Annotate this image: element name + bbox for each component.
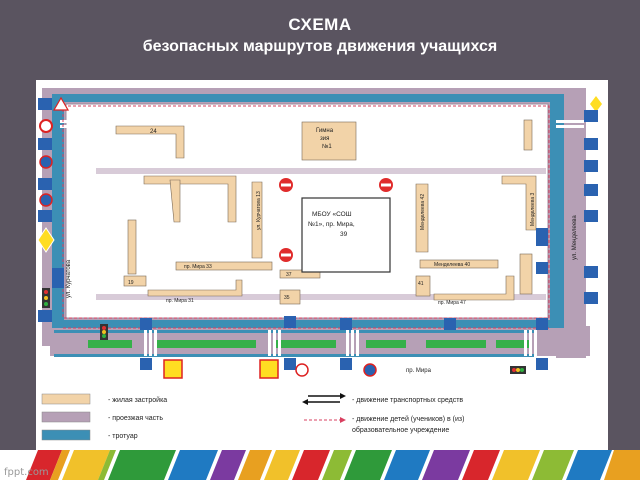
label-b24: 24	[150, 129, 157, 135]
label-pm31: пр. Мира 31	[166, 298, 194, 304]
label-gym-3: №1	[322, 143, 332, 150]
label-mend42: Менделеева 42	[420, 194, 426, 230]
legend-children-arrow	[304, 417, 346, 423]
sidewalk	[52, 94, 564, 328]
legend-children-1: - движение детей (учеников) в (из)	[352, 415, 464, 423]
footer-band: fppt.com	[0, 450, 640, 480]
legend-sidewalk: - тротуар	[108, 433, 138, 440]
legend-housing: - жилая застройка	[108, 396, 167, 404]
label-mend40: Менделеева 40	[434, 262, 470, 268]
lower-road	[50, 330, 534, 357]
crossing-signs	[100, 316, 548, 379]
label-pm47: пр. Мира 47	[438, 300, 466, 306]
legend-housing-swatch	[41, 393, 91, 405]
decorative-stripes	[26, 450, 640, 480]
label-kurch13: ул. Курчатова 13	[256, 191, 262, 230]
label-b41: 41	[418, 281, 424, 287]
legend-roadway-swatch	[41, 411, 91, 423]
slide-title: СХЕМА безопасных маршрутов движения учащ…	[0, 14, 640, 58]
label-b35: 35	[284, 295, 290, 301]
route-map-panel: 24 Гимна зия №1 МБОУ «СОШ №1», пр. Мира,…	[36, 80, 608, 450]
right-signs	[536, 96, 602, 304]
legend-roadway: - проезжая часть	[108, 415, 163, 422]
label-b19: 19	[128, 280, 134, 286]
school-building	[301, 197, 391, 273]
legend-traffic: - движение транспортных средств	[352, 397, 463, 404]
legend-children-2: образовательное учреждение	[352, 426, 449, 434]
no-entry-icon	[279, 178, 393, 262]
label-school-1: МБОУ «СОШ	[312, 211, 352, 218]
label-school-3: 39	[340, 231, 348, 238]
title-line-2: безопасных маршрутов движения учащихся	[142, 38, 498, 55]
route-map: 24 Гимна зия №1 МБОУ «СОШ №1», пр. Мира,…	[36, 80, 608, 450]
label-gym-2: зия	[320, 136, 329, 142]
brand-watermark: fppt.com	[4, 467, 49, 478]
label-gym-1: Гимна	[316, 128, 334, 134]
street-mira: пр. Мира	[406, 368, 432, 374]
title-line-1: СХЕМА	[288, 15, 352, 34]
label-mend3x: Менделеева 3	[530, 192, 536, 226]
label-b37: 37	[286, 272, 292, 278]
label-pm33: пр. Мира 33	[184, 264, 212, 270]
street-kurchatova: ул. Курчатова	[66, 259, 72, 298]
legend-traffic-arrow	[302, 393, 346, 405]
left-signs	[37, 96, 70, 322]
label-school-2: №1», пр. Мира,	[308, 221, 355, 228]
crossings	[60, 120, 584, 356]
legend-sidewalk-swatch	[41, 429, 91, 441]
street-mendeleeva: ул. Менделеева	[572, 215, 578, 260]
legend: - жилая застройка - проезжая часть - тро…	[41, 393, 464, 441]
